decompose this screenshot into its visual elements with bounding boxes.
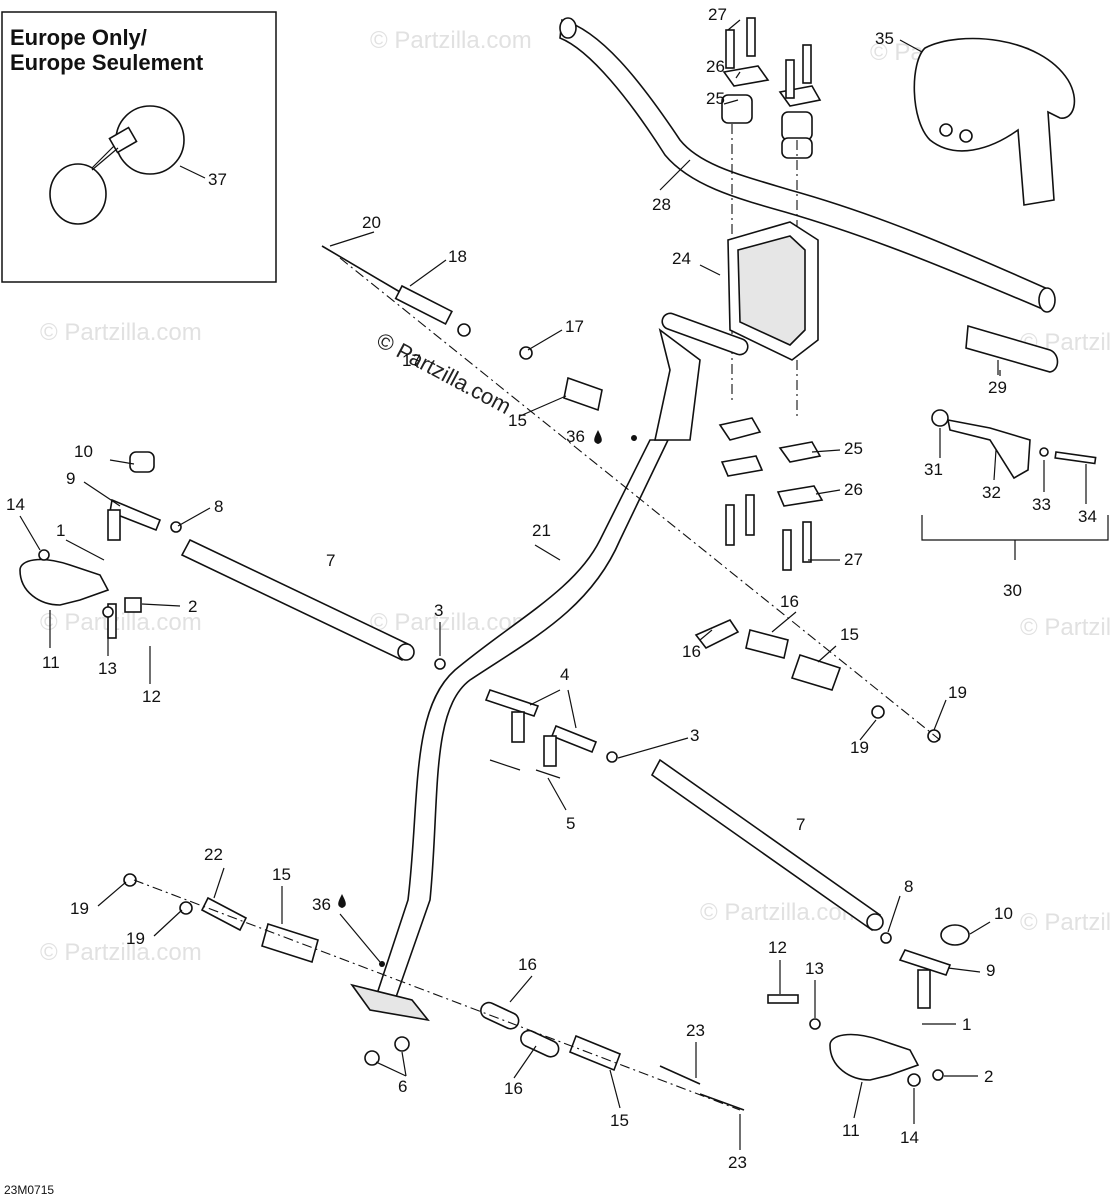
riser-part-24 — [699, 221, 819, 361]
callout-30: 30 — [1003, 581, 1022, 600]
callout-18: 18 — [448, 247, 467, 266]
callout-4: 4 — [560, 665, 569, 684]
tie-rod-part-7-left — [19, 451, 446, 670]
callout-32: 32 — [982, 483, 1001, 502]
callout-2: 2 — [984, 1067, 993, 1086]
callout-9: 9 — [986, 961, 995, 980]
callout-26: 26 — [844, 480, 863, 499]
callout-2: 2 — [188, 597, 197, 616]
callout-23: 23 — [728, 1153, 747, 1172]
callout-11: 11 — [42, 653, 60, 672]
callout-27: 27 — [844, 550, 863, 569]
watermark-text: © Partzilla.com — [1020, 614, 1111, 641]
callout-7: 7 — [326, 551, 335, 570]
callout-15: 15 — [508, 411, 527, 430]
callout-10: 10 — [74, 442, 93, 461]
callout-34: 34 — [1078, 507, 1097, 526]
callout-27: 27 — [708, 5, 727, 24]
callout-8: 8 — [904, 877, 913, 896]
callout-29: 29 — [988, 378, 1007, 397]
oil-drop-icon — [338, 894, 346, 908]
throttle-assembly-part-30 — [921, 409, 1109, 560]
watermark-text: © Partzilla.com — [40, 609, 202, 636]
callout-11: 11 — [842, 1121, 860, 1140]
grip-part-29 — [965, 324, 1059, 375]
callout-19: 19 — [70, 899, 89, 918]
upper-linkage — [321, 245, 941, 743]
callout-12: 12 — [768, 938, 787, 957]
callout-12: 12 — [142, 687, 161, 706]
callout-37: 37 — [208, 170, 227, 189]
main-watermark: © Partzilla.com — [373, 327, 516, 419]
lower-clamps — [718, 417, 824, 571]
callout-16: 16 — [504, 1079, 523, 1098]
callout-25: 25 — [844, 439, 863, 458]
callout-13: 13 — [805, 959, 824, 978]
callout-15: 15 — [272, 865, 291, 884]
callout-35: 35 — [875, 29, 894, 48]
lower-linkage — [123, 873, 745, 1111]
tie-rod-part-7-right — [606, 751, 970, 1087]
callout-21: 21 — [532, 521, 551, 540]
watermark-text: © Partzilla.com — [370, 27, 532, 54]
callout-15: 15 — [610, 1111, 629, 1130]
callout-15: 15 — [840, 625, 859, 644]
handlebar-pad-part-35 — [899, 37, 1076, 206]
callout-16: 16 — [518, 955, 537, 974]
callout-24: 24 — [672, 249, 691, 268]
callout-1: 1 — [56, 521, 65, 540]
callout-5: 5 — [566, 814, 575, 833]
callout-22: 22 — [204, 845, 223, 864]
callout-31: 31 — [924, 460, 943, 479]
europe-inset: Europe Only/ Europe Seulement 37 — [1, 11, 277, 283]
watermark-text: © Partzilla.com — [1020, 909, 1111, 936]
upper-clamps — [721, 17, 822, 420]
horn-part-37 — [49, 105, 206, 225]
inset-title-line1: Europe Only/ — [10, 25, 147, 50]
lubricant-markers — [338, 430, 637, 967]
callout-8: 8 — [214, 497, 223, 516]
callout-20: 20 — [362, 213, 381, 232]
callout-23: 23 — [686, 1021, 705, 1040]
steering-column-part-21 — [350, 312, 749, 1022]
callout-3: 3 — [434, 601, 443, 620]
callout-6: 6 — [398, 1077, 407, 1096]
callout-14: 14 — [6, 495, 25, 514]
callout-36: 36 — [566, 427, 585, 446]
callout-19: 19 — [126, 929, 145, 948]
watermark-text: © Partzilla.com — [40, 319, 202, 346]
callout-25: 25 — [706, 89, 725, 108]
callout-19: 19 — [850, 738, 869, 757]
callout-33: 33 — [1032, 495, 1051, 514]
callout-13: 13 — [98, 659, 117, 678]
callout-28: 28 — [652, 195, 671, 214]
drawing-code: 23M0715 — [4, 1183, 54, 1197]
callout-14: 14 — [900, 1128, 919, 1147]
callout-19: 19 — [948, 683, 967, 702]
callout-1: 1 — [962, 1015, 971, 1034]
ball-joints-part-4 — [484, 689, 598, 779]
oil-drop-icon — [594, 430, 602, 444]
callout-16: 16 — [682, 642, 701, 661]
callout-17: 17 — [565, 317, 584, 336]
leader-lines — [19, 19, 1087, 1150]
callout-36: 36 — [312, 895, 331, 914]
callout-17: 17 — [402, 351, 421, 370]
callouts: 27 26 25 35 28 24 20 18 17 17 15 36 29 2… — [6, 5, 1097, 1172]
callout-3: 3 — [690, 726, 699, 745]
inset-title-line2: Europe Seulement — [10, 50, 204, 75]
callout-10: 10 — [994, 904, 1013, 923]
callout-26: 26 — [706, 57, 725, 76]
callout-9: 9 — [66, 469, 75, 488]
handlebar-part-28 — [559, 17, 1056, 313]
callout-7: 7 — [796, 815, 805, 834]
callout-16: 16 — [780, 592, 799, 611]
watermark-text: © Partzilla.com — [40, 939, 202, 966]
